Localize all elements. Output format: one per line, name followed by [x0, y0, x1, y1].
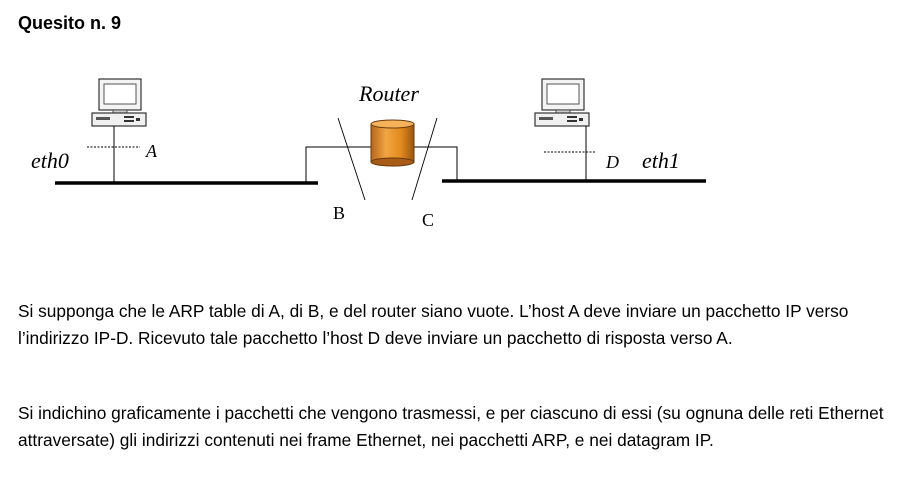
question-paragraph-1: Si supponga che le ARP table di A, di B,… — [18, 301, 849, 348]
host-a-label: A — [145, 141, 158, 161]
network-diagram: Router A D eth0 eth1 B C — [31, 78, 706, 230]
net-left-label: eth0 — [31, 148, 69, 173]
net-right-label: eth1 — [642, 148, 680, 173]
desktop-computer-icon — [534, 78, 590, 127]
router-cylinder-icon — [370, 119, 415, 167]
question-paragraph-2: Si indichino graficamente i pacchetti ch… — [18, 403, 884, 450]
iface-b-label: B — [333, 203, 345, 223]
router-label: Router — [358, 81, 419, 106]
host-d-label: D — [605, 152, 619, 172]
iface-c-label: C — [422, 210, 434, 230]
desktop-computer-icon — [91, 78, 147, 127]
page-title: Quesito n. 9 — [18, 13, 122, 33]
